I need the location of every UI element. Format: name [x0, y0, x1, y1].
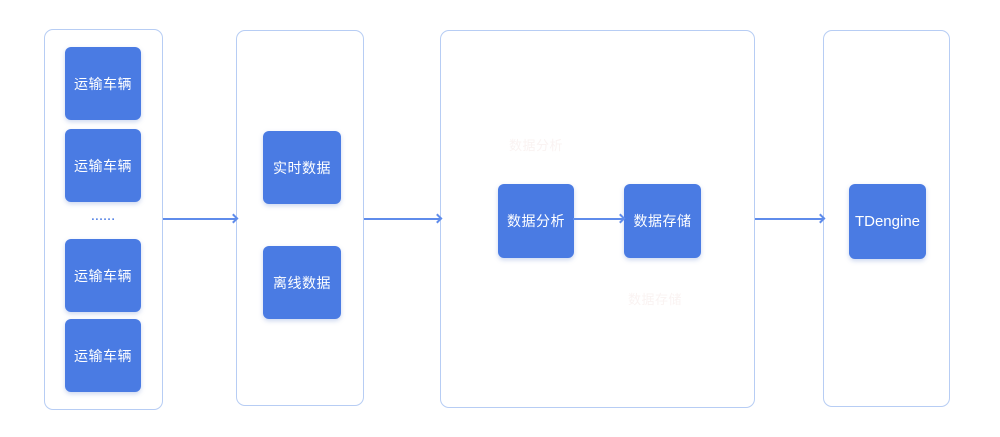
group-data-collection: 实时数据 离线数据: [236, 30, 364, 406]
node-transport-vehicle: 运输车辆: [65, 319, 141, 392]
ellipsis-dots: ......: [91, 211, 116, 223]
node-transport-vehicle: 运输车辆: [65, 47, 141, 120]
node-realtime-data: 实时数据: [263, 131, 341, 204]
node-offline-data: 离线数据: [263, 246, 341, 319]
group-transport-vehicles: 运输车辆 运输车辆 ...... 运输车辆 运输车辆: [44, 29, 163, 410]
ghost-label-data-analysis: 数据分析: [509, 138, 564, 153]
node-transport-vehicle: 运输车辆: [65, 129, 141, 202]
flow-arrow-processing-to-tdengine: [755, 213, 826, 224]
node-tdengine: TDengine: [849, 184, 926, 259]
flow-arrow-analysis-to-storage: [573, 213, 626, 224]
node-data-analysis: 数据分析: [498, 184, 574, 258]
group-database: TDengine: [823, 30, 950, 407]
flow-arrow-vehicles-to-data: [163, 213, 239, 224]
node-data-storage: 数据存储: [624, 184, 701, 258]
flow-arrow-data-to-processing: [364, 213, 443, 224]
group-data-processing: 数据分析 数据分析 数据存储 数据存储: [440, 30, 755, 408]
ghost-label-data-storage: 数据存储: [628, 292, 683, 307]
node-transport-vehicle: 运输车辆: [65, 239, 141, 312]
